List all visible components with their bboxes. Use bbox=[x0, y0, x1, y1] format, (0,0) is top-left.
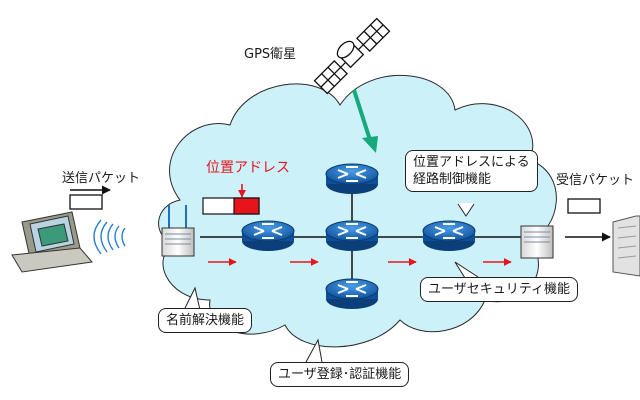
location-address-label: 位置アドレス bbox=[206, 160, 290, 176]
router-icon bbox=[325, 220, 379, 251]
edge-node-icon bbox=[161, 205, 195, 257]
laptop-icon bbox=[11, 211, 93, 273]
router-icon bbox=[422, 220, 476, 251]
packet-icon bbox=[69, 194, 103, 210]
router-icon bbox=[325, 163, 379, 194]
location-address-marker bbox=[202, 197, 260, 215]
satellite-icon bbox=[313, 17, 391, 95]
edge-node-icon bbox=[520, 225, 554, 259]
router-icon bbox=[241, 220, 295, 251]
router-icon bbox=[325, 278, 379, 309]
server-icon bbox=[612, 215, 640, 277]
routing-control-line1: 位置アドレスによる bbox=[413, 155, 530, 170]
send-packet-label: 送信パケット bbox=[62, 171, 141, 186]
name-resolution-callout: 名前解決機能 bbox=[158, 308, 253, 333]
gps-signal-arrow bbox=[352, 89, 378, 153]
routing-control-callout: 位置アドレスによる 経路制御機能 bbox=[405, 150, 538, 192]
packet-path-arrows bbox=[208, 184, 512, 266]
gps-satellite-label: GPS衛星 bbox=[244, 47, 297, 62]
user-security-callout: ユーザセキュリティ機能 bbox=[420, 277, 578, 302]
routing-control-line2: 経路制御機能 bbox=[413, 172, 492, 187]
wireless-signal-icon bbox=[93, 219, 126, 255]
packet-icon bbox=[567, 198, 601, 214]
receive-packet-label: 受信パケット bbox=[556, 173, 635, 188]
user-registration-callout: ユーザ登録･認証機能 bbox=[270, 362, 410, 387]
